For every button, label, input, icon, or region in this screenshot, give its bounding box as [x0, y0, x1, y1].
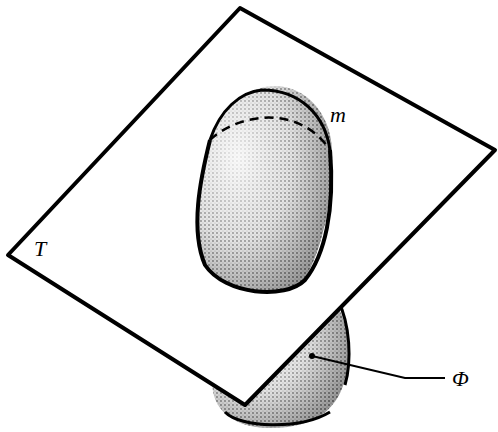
- surface-upper: [197, 86, 332, 293]
- surface-label: Φ: [452, 368, 469, 390]
- leader-line: [312, 356, 445, 378]
- leader-dot: [309, 353, 315, 359]
- plane: [8, 8, 495, 405]
- curve-label: m: [330, 104, 346, 126]
- plane-label: T: [34, 238, 46, 260]
- intersection-curve: [197, 140, 331, 292]
